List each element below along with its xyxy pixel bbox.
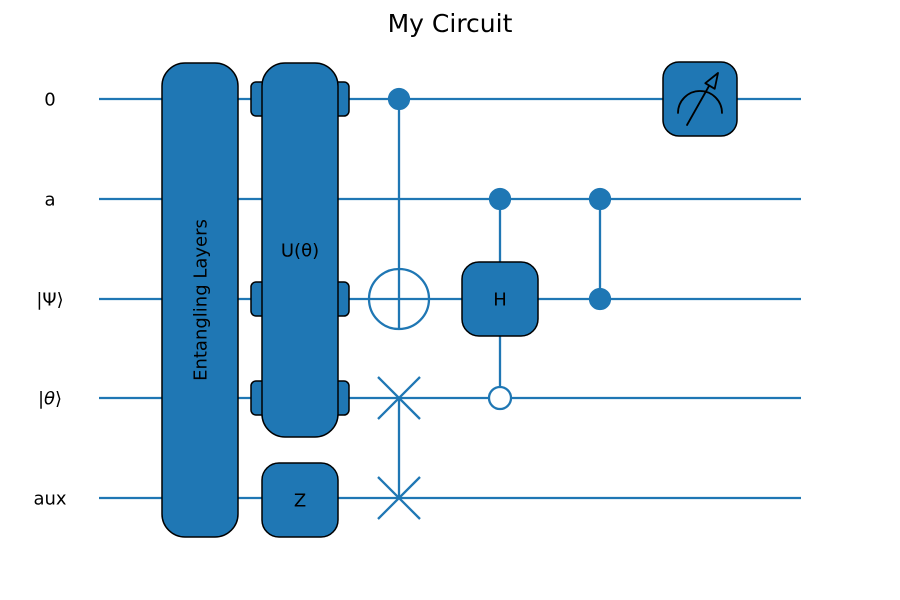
target-circle-cnot (367, 267, 431, 331)
measure-gauge-arc-icon (677, 90, 723, 114)
controlled-h-box (461, 261, 539, 337)
u-theta-label: U(θ) (281, 240, 319, 261)
wire-label-0: 0 (44, 89, 55, 110)
gate-u-theta: U(θ) (250, 62, 350, 438)
gate-controlled-h: H (461, 187, 539, 411)
gate-cnot (367, 87, 431, 331)
wire-label-4: aux (33, 488, 66, 509)
open-control-controlled-h-1 (487, 385, 513, 411)
entangling-layers-box (161, 62, 239, 538)
gate-entangling-layers: Entangling Layers (161, 62, 239, 538)
controlled-h-label: H (493, 289, 507, 310)
wire-label-2: |Ψ⟩ (36, 289, 63, 310)
gate-swap (377, 376, 421, 520)
wire-label-3: |θ⟩ (38, 388, 62, 409)
measure-arrowhead-icon (704, 72, 719, 90)
z-gate-label: Z (294, 490, 306, 511)
measure-box (662, 61, 738, 137)
wire-label-1: a (44, 189, 55, 210)
u-theta-box (261, 62, 339, 438)
figure-title: My Circuit (387, 9, 513, 38)
control-dot-cnot (387, 87, 411, 111)
control-dot-cz-0 (588, 187, 612, 211)
z-gate-box (261, 462, 339, 538)
control-dot-cz-1 (588, 287, 612, 311)
entangling-layers-label: Entangling Layers (190, 219, 211, 381)
gate-measurement (662, 61, 738, 137)
swap-cross-0 (377, 376, 421, 420)
swap-cross-1 (377, 476, 421, 520)
gate-z-gate: Z (261, 462, 339, 538)
control-dot-controlled-h-0 (488, 187, 512, 211)
measure-needle-icon (686, 85, 710, 126)
gate-cz (588, 187, 612, 311)
